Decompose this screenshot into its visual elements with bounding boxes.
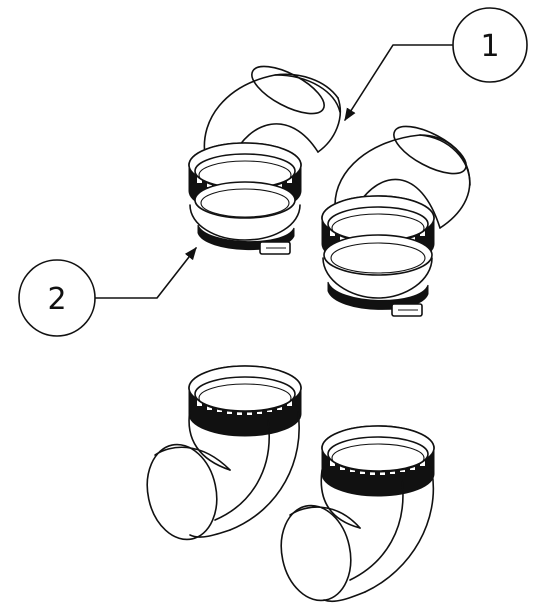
elbow-assembly-bottom-right — [280, 425, 435, 603]
callout-1: 1 — [344, 7, 528, 122]
callout-2-label: 2 — [47, 282, 66, 317]
callout-2-balloon — [18, 259, 96, 337]
callout-1-label: 1 — [480, 29, 499, 64]
callout-1-balloon — [452, 7, 528, 83]
elbow-assembly-bottom-left — [146, 365, 302, 541]
elbow-assembly-top-left — [188, 65, 342, 255]
elbow-assembly-top-right — [321, 125, 471, 317]
callout-2: 2 — [18, 246, 197, 337]
